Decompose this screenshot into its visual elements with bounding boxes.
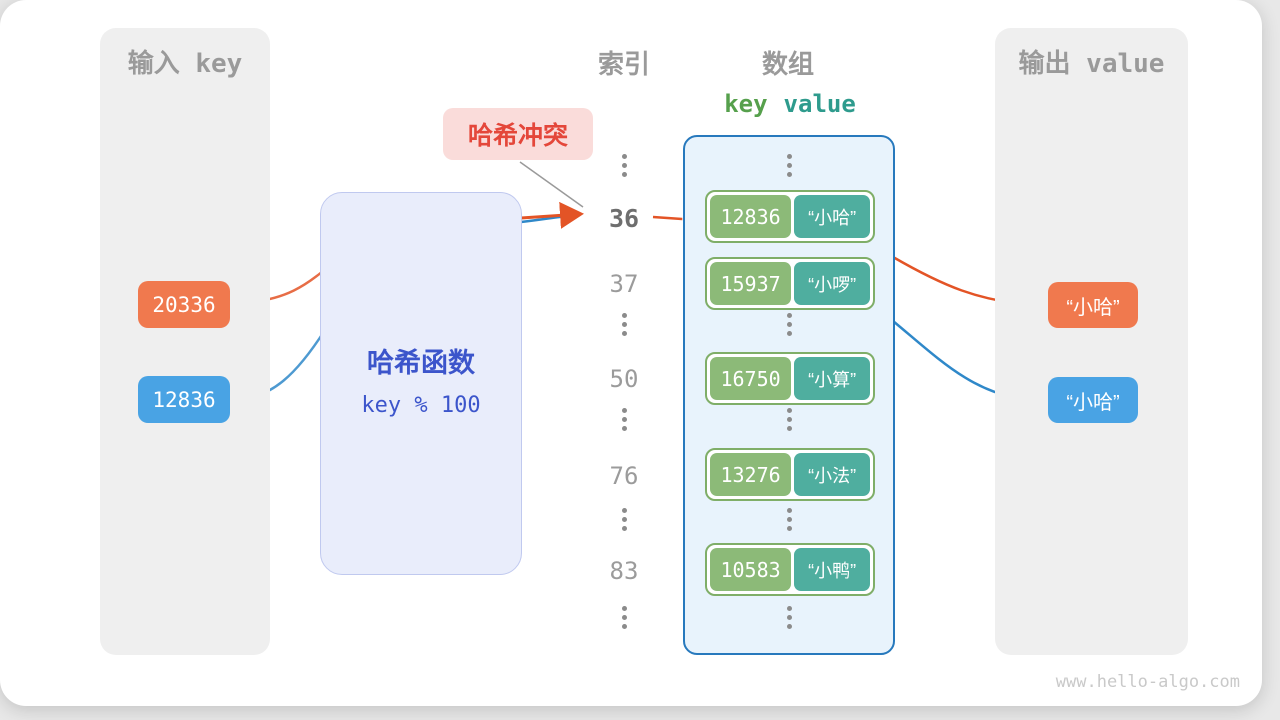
vertical-ellipsis bbox=[779, 313, 799, 336]
vertical-ellipsis bbox=[614, 606, 634, 629]
input-key-20336: 20336 bbox=[138, 281, 230, 328]
collision-pointer-line bbox=[519, 161, 584, 208]
index-83: 83 bbox=[609, 557, 639, 585]
pair-value: “小法” bbox=[794, 453, 870, 496]
index-36: 36 bbox=[608, 204, 640, 233]
pair-value: “小鸭” bbox=[794, 548, 870, 591]
value-header-label: value bbox=[783, 90, 856, 118]
array-pair-12836: 12836 “小哈” bbox=[705, 190, 875, 243]
output-value-panel: 输出 value bbox=[995, 28, 1188, 655]
hash-function-formula: key % 100 bbox=[361, 393, 481, 418]
vertical-ellipsis bbox=[779, 508, 799, 531]
pair-key: 10583 bbox=[710, 548, 792, 591]
vertical-ellipsis bbox=[779, 606, 799, 629]
output-value-title: 输出 value bbox=[1018, 49, 1165, 79]
vertical-ellipsis bbox=[614, 313, 634, 336]
vertical-ellipsis bbox=[614, 154, 634, 177]
index-50: 50 bbox=[609, 365, 639, 393]
input-key-12836: 12836 bbox=[138, 376, 230, 423]
pair-key: 13276 bbox=[710, 453, 792, 496]
input-key-title: 输入 key bbox=[127, 49, 243, 79]
pair-value: “小啰” bbox=[794, 262, 870, 305]
index-76: 76 bbox=[609, 462, 639, 490]
array-kv-header: key value bbox=[700, 90, 880, 118]
index-37: 37 bbox=[609, 270, 639, 298]
pair-value: “小算” bbox=[794, 357, 870, 400]
hash-function-title: 哈希函数 bbox=[367, 348, 475, 378]
pair-value: “小哈” bbox=[794, 195, 870, 238]
vertical-ellipsis bbox=[614, 408, 634, 431]
output-value-blue: “小哈” bbox=[1048, 377, 1138, 423]
vertical-ellipsis bbox=[779, 408, 799, 431]
array-pair-13276: 13276 “小法” bbox=[705, 448, 875, 501]
pair-key: 16750 bbox=[710, 357, 792, 400]
input-key-panel: 输入 key bbox=[100, 28, 270, 655]
vertical-ellipsis bbox=[614, 508, 634, 531]
pair-key: 15937 bbox=[710, 262, 792, 305]
hash-function-box: 哈希函数 key % 100 bbox=[320, 192, 522, 575]
index-column-title: 索引 bbox=[597, 49, 650, 79]
array-pair-15937: 15937 “小啰” bbox=[705, 257, 875, 310]
key-header-label: key bbox=[724, 90, 768, 118]
diagram-card: 输入 key 20336 12836 哈希函数 key % 100 哈希冲突 索… bbox=[0, 0, 1262, 706]
array-pair-10583: 10583 “小鸭” bbox=[705, 543, 875, 596]
arrow-orange-to-index36 bbox=[520, 201, 584, 229]
output-value-orange: “小哈” bbox=[1048, 282, 1138, 328]
arrow-blue-to-index36 bbox=[520, 213, 577, 224]
array-column-title: 数组 bbox=[761, 49, 814, 79]
hash-collision-label: 哈希冲突 bbox=[443, 108, 593, 160]
vertical-ellipsis bbox=[779, 154, 799, 177]
array-pair-16750: 16750 “小算” bbox=[705, 352, 875, 405]
site-url: www.hello-algo.com bbox=[1055, 672, 1240, 692]
pair-key: 12836 bbox=[710, 195, 792, 238]
